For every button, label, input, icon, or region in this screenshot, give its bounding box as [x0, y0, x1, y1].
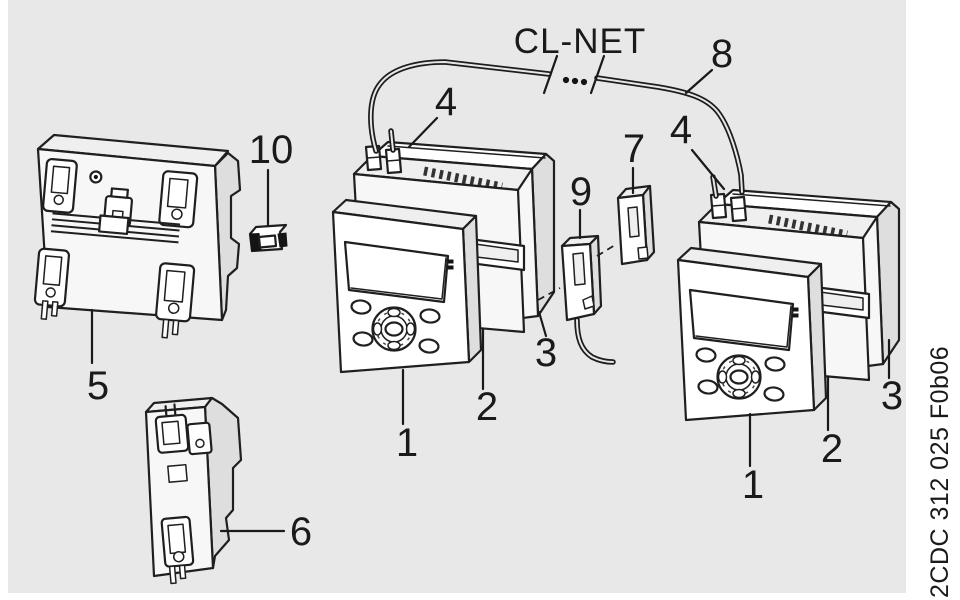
din-module-details [154, 403, 213, 585]
image-code: 2CDC 312 025 F0b06 [926, 346, 954, 598]
leader-line [537, 310, 548, 338]
callout-base-left: 2 [476, 385, 498, 429]
callout-plug-left: 4 [435, 80, 457, 124]
callout-base-right: 2 [821, 427, 843, 471]
callout-plug-right: 4 [670, 108, 692, 152]
cl-net-cable [368, 54, 745, 195]
callout-expansion-right: 3 [881, 374, 903, 418]
service-connector [537, 234, 616, 365]
callout-back-panel: 5 [87, 364, 109, 408]
leader-line [690, 148, 726, 191]
din-module [144, 396, 243, 585]
plug-stubs [388, 128, 719, 199]
back-panel-unit [33, 133, 242, 339]
callout-display-right: 1 [742, 463, 764, 507]
leader-line [684, 68, 714, 95]
terminal-block [596, 184, 656, 266]
callout-expansion-left: 3 [535, 331, 557, 375]
callout-cable: 8 [711, 32, 733, 76]
small-connector [248, 223, 288, 253]
callouts: 5 6 10 4 8 4 7 9 1 2 3 1 2 3 [87, 32, 903, 554]
cable-break-symbol [542, 54, 606, 95]
callout-small-connector: 10 [249, 128, 294, 172]
leader-line [407, 116, 439, 149]
callout-display-left: 1 [396, 421, 418, 465]
callout-service-connector: 9 [570, 170, 592, 214]
network-title: CL-NET [514, 22, 646, 61]
back-panel-details [33, 157, 199, 339]
callout-din-module: 6 [290, 510, 312, 554]
callout-terminal-block: 7 [623, 127, 645, 171]
